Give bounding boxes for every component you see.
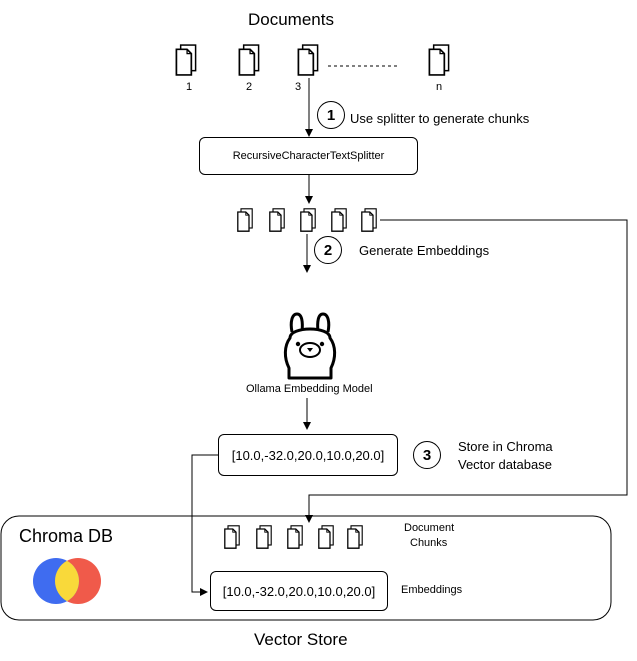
chunks-label-line1: Document	[404, 522, 455, 534]
step-3-text-line1: Store in Chroma	[458, 439, 553, 454]
document-label-n: n	[435, 81, 443, 93]
chunk-icon	[224, 525, 240, 549]
llama-nose	[307, 348, 313, 352]
chunk-icon	[360, 208, 378, 232]
embeddings-label: Embeddings	[401, 584, 463, 596]
store-embeddings-box: [10.0,-32.0,20.0,10.0,20.0]	[210, 571, 388, 611]
model-label: Ollama Embedding Model	[246, 383, 373, 395]
chroma-db-title: Chroma DB	[19, 526, 114, 546]
document-icon	[238, 44, 260, 76]
store-embeddings-vector: [10.0,-32.0,20.0,10.0,20.0]	[222, 583, 376, 599]
vector-store-container	[0, 515, 612, 621]
document-icon	[428, 44, 450, 76]
chunk-icon	[330, 208, 348, 232]
document-label-3: 3	[294, 81, 302, 93]
chunk-icon	[317, 525, 335, 549]
step-1-text: Use splitter to generate chunks	[350, 111, 530, 126]
arrow-vector-to-embeddings	[191, 454, 218, 596]
step-2-badge: 2	[314, 236, 342, 264]
chunk-icon	[255, 525, 273, 549]
chunks-label-line2: Chunks	[410, 537, 448, 549]
embedding-vector-box: [10.0,-32.0,20.0,10.0,20.0]	[218, 434, 398, 476]
document-label-1: 1	[185, 81, 193, 93]
chunk-icon	[268, 208, 286, 232]
vector-store-caption: Vector Store	[254, 630, 348, 649]
chunk-icon	[286, 525, 304, 549]
documents-title: Documents	[248, 10, 334, 29]
splitter-label: RecursiveCharacterTextSplitter	[232, 150, 385, 162]
llama-eye	[319, 341, 325, 347]
step-2-text: Generate Embeddings	[359, 243, 490, 258]
document-icon	[297, 44, 319, 76]
step-3-badge: 3	[413, 441, 441, 469]
llama-icon	[283, 312, 337, 380]
llama-eye	[295, 341, 301, 347]
document-label-2: 2	[245, 81, 253, 93]
splitter-box: RecursiveCharacterTextSplitter	[199, 137, 418, 175]
step-3-text-line2: Vector database	[458, 457, 552, 472]
step-1-badge: 1	[317, 101, 345, 129]
chunk-icon	[346, 525, 364, 549]
chroma-logo	[33, 558, 101, 604]
embedding-vector-text: [10.0,-32.0,20.0,10.0,20.0]	[231, 447, 385, 463]
arrow-chunks-to-store	[305, 219, 628, 523]
document-icon	[175, 44, 197, 76]
chunk-icon	[299, 208, 317, 232]
chunk-icon	[237, 208, 253, 232]
